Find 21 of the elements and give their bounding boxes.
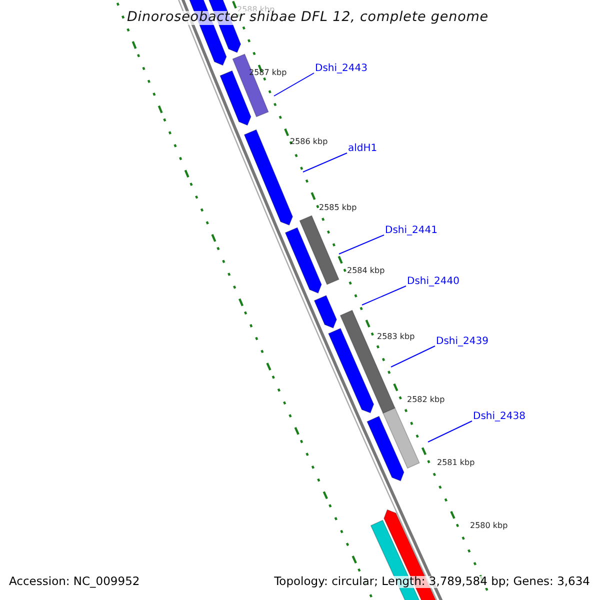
tick-label: 2583 kbp xyxy=(377,333,415,341)
leader-line xyxy=(362,286,406,306)
tick-label: 2586 kbp xyxy=(290,138,328,146)
tick-label: 2582 kbp xyxy=(407,396,445,404)
leader-line xyxy=(390,346,436,368)
leader-line xyxy=(274,72,314,96)
gene-label: Dshi_2439 xyxy=(436,337,488,347)
gene-label: Dshi_2438 xyxy=(473,412,526,422)
leader-line xyxy=(338,234,384,254)
tick-label: 2580 kbp xyxy=(470,522,508,530)
gene-label: aldH1 xyxy=(348,144,378,154)
gene-label: Dshi_2441 xyxy=(385,226,438,236)
gene-label: Dshi_2443 xyxy=(315,64,368,74)
gene-label: Dshi_2440 xyxy=(407,277,460,287)
leader-line xyxy=(428,420,472,442)
tick-label: 2581 kbp xyxy=(437,459,475,467)
footer-text: Topology: circular; Length: 3,789,584 bp; Genes: 3,634 xyxy=(274,576,590,588)
tick-label: 2585 kbp xyxy=(319,204,357,212)
leader-line xyxy=(302,152,348,172)
footer-text: Accession: NC_009952 xyxy=(9,576,140,588)
tick-label: 2584 kbp xyxy=(347,267,385,275)
